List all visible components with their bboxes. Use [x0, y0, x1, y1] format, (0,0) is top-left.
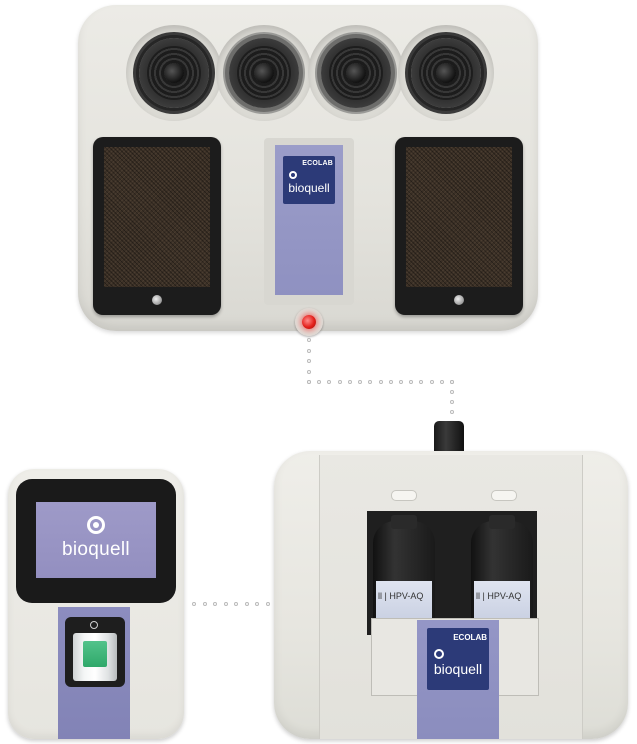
vent-slot [391, 490, 417, 501]
cabinet-lavender-strip: ECOLAB bioquell [417, 620, 499, 739]
fan-well-4 [398, 25, 494, 121]
screw-icon [152, 295, 162, 305]
fan-hub [346, 63, 366, 83]
top-unit: ECOLAB bioquell [78, 5, 538, 336]
bottle-cap [489, 515, 515, 529]
cabinet-brand-badge: ECOLAB bioquell [427, 628, 489, 690]
brand-badge: ECOLAB bioquell [283, 156, 335, 204]
connector-dot [223, 602, 228, 606]
connector-dot [388, 380, 393, 384]
connector-dot [439, 380, 444, 384]
connector-dot [307, 348, 311, 353]
bottle-right: ll | HPV-AQ [471, 515, 533, 633]
connector-dot [450, 390, 454, 394]
bottle-left: ll | HPV-AQ [373, 515, 435, 633]
reader-roll [73, 633, 117, 681]
connector-dot [317, 380, 322, 384]
handheld-lavender-panel [58, 607, 130, 739]
fan-icon [411, 38, 481, 108]
bioquell-logo-icon [87, 516, 105, 534]
connector-dot [368, 380, 373, 384]
connector-dot [234, 602, 239, 606]
filter-right [395, 137, 523, 315]
green-test-strip [83, 641, 107, 667]
fan-icon [229, 38, 299, 108]
screw-icon [454, 295, 464, 305]
status-led-icon [302, 315, 316, 329]
bioquell-logo-icon [434, 649, 444, 659]
connector-dot [450, 410, 454, 414]
handheld-unit: bioquell [8, 469, 184, 739]
connector-dot [266, 602, 270, 606]
vent-slot [491, 490, 517, 501]
fan-well-1 [126, 25, 222, 121]
connector-dot [327, 380, 332, 384]
bottle-bay: ll | HPV-AQ ll | HPV-AQ [367, 511, 537, 635]
bottle-label-text: ll | HPV-AQ [378, 591, 424, 601]
center-lavender-strip: ECOLAB bioquell [275, 145, 343, 295]
cabinet-badge-parent-label: ECOLAB [453, 633, 487, 642]
bottle-label: ll | HPV-AQ [474, 581, 530, 621]
bottle-label: ll | HPV-AQ [376, 581, 432, 621]
screen-bezel: bioquell [16, 479, 176, 603]
connector-dot [255, 602, 260, 606]
cabinet-badge-brand-label: bioquell [433, 661, 483, 677]
connector-dot [429, 380, 434, 384]
logo-dot [93, 522, 99, 528]
fan-icon [139, 38, 209, 108]
fan-well-3 [308, 25, 404, 121]
connector-dot [419, 380, 424, 384]
connector-dot [337, 380, 342, 384]
screen-brand-label: bioquell [62, 539, 130, 560]
connector-dot [398, 380, 403, 384]
indicator-reader[interactable] [65, 617, 125, 687]
connector-dot [307, 338, 311, 342]
fan-hub [254, 63, 274, 83]
connector-dot [307, 359, 311, 363]
connector-dot [450, 380, 454, 384]
filter-mesh [406, 147, 512, 287]
connector-dot [307, 380, 311, 384]
connector-dot [409, 380, 414, 384]
filter-mesh [104, 147, 210, 287]
connector-dot [358, 380, 363, 384]
cabinet-front-panel: ll | HPV-AQ ll | HPV-AQ ECOLAB bioquell [319, 455, 583, 739]
connector-dot [192, 602, 196, 606]
bottle-cap [391, 515, 417, 529]
bioquell-logo-icon [289, 171, 297, 179]
connector-dot [202, 602, 207, 606]
connector-dot [450, 400, 454, 404]
fan-icon [321, 38, 391, 108]
connector-dot [347, 380, 352, 384]
fan-hub [436, 63, 456, 83]
touch-screen[interactable]: bioquell [36, 502, 156, 578]
bottle-label-text: ll | HPV-AQ [476, 591, 522, 601]
status-led-housing [295, 308, 323, 336]
fan-hub [164, 63, 184, 83]
badge-brand-label: bioquell [288, 181, 330, 195]
connector-dot [307, 369, 311, 374]
connector-dot [378, 380, 383, 384]
connector-dot [213, 602, 218, 606]
reader-indicator-icon [90, 621, 98, 629]
fan-well-2 [216, 25, 312, 121]
connector-dot [244, 602, 249, 606]
badge-parent-label: ECOLAB [302, 160, 333, 167]
filter-left [93, 137, 221, 315]
center-panel: ECOLAB bioquell [264, 138, 354, 305]
